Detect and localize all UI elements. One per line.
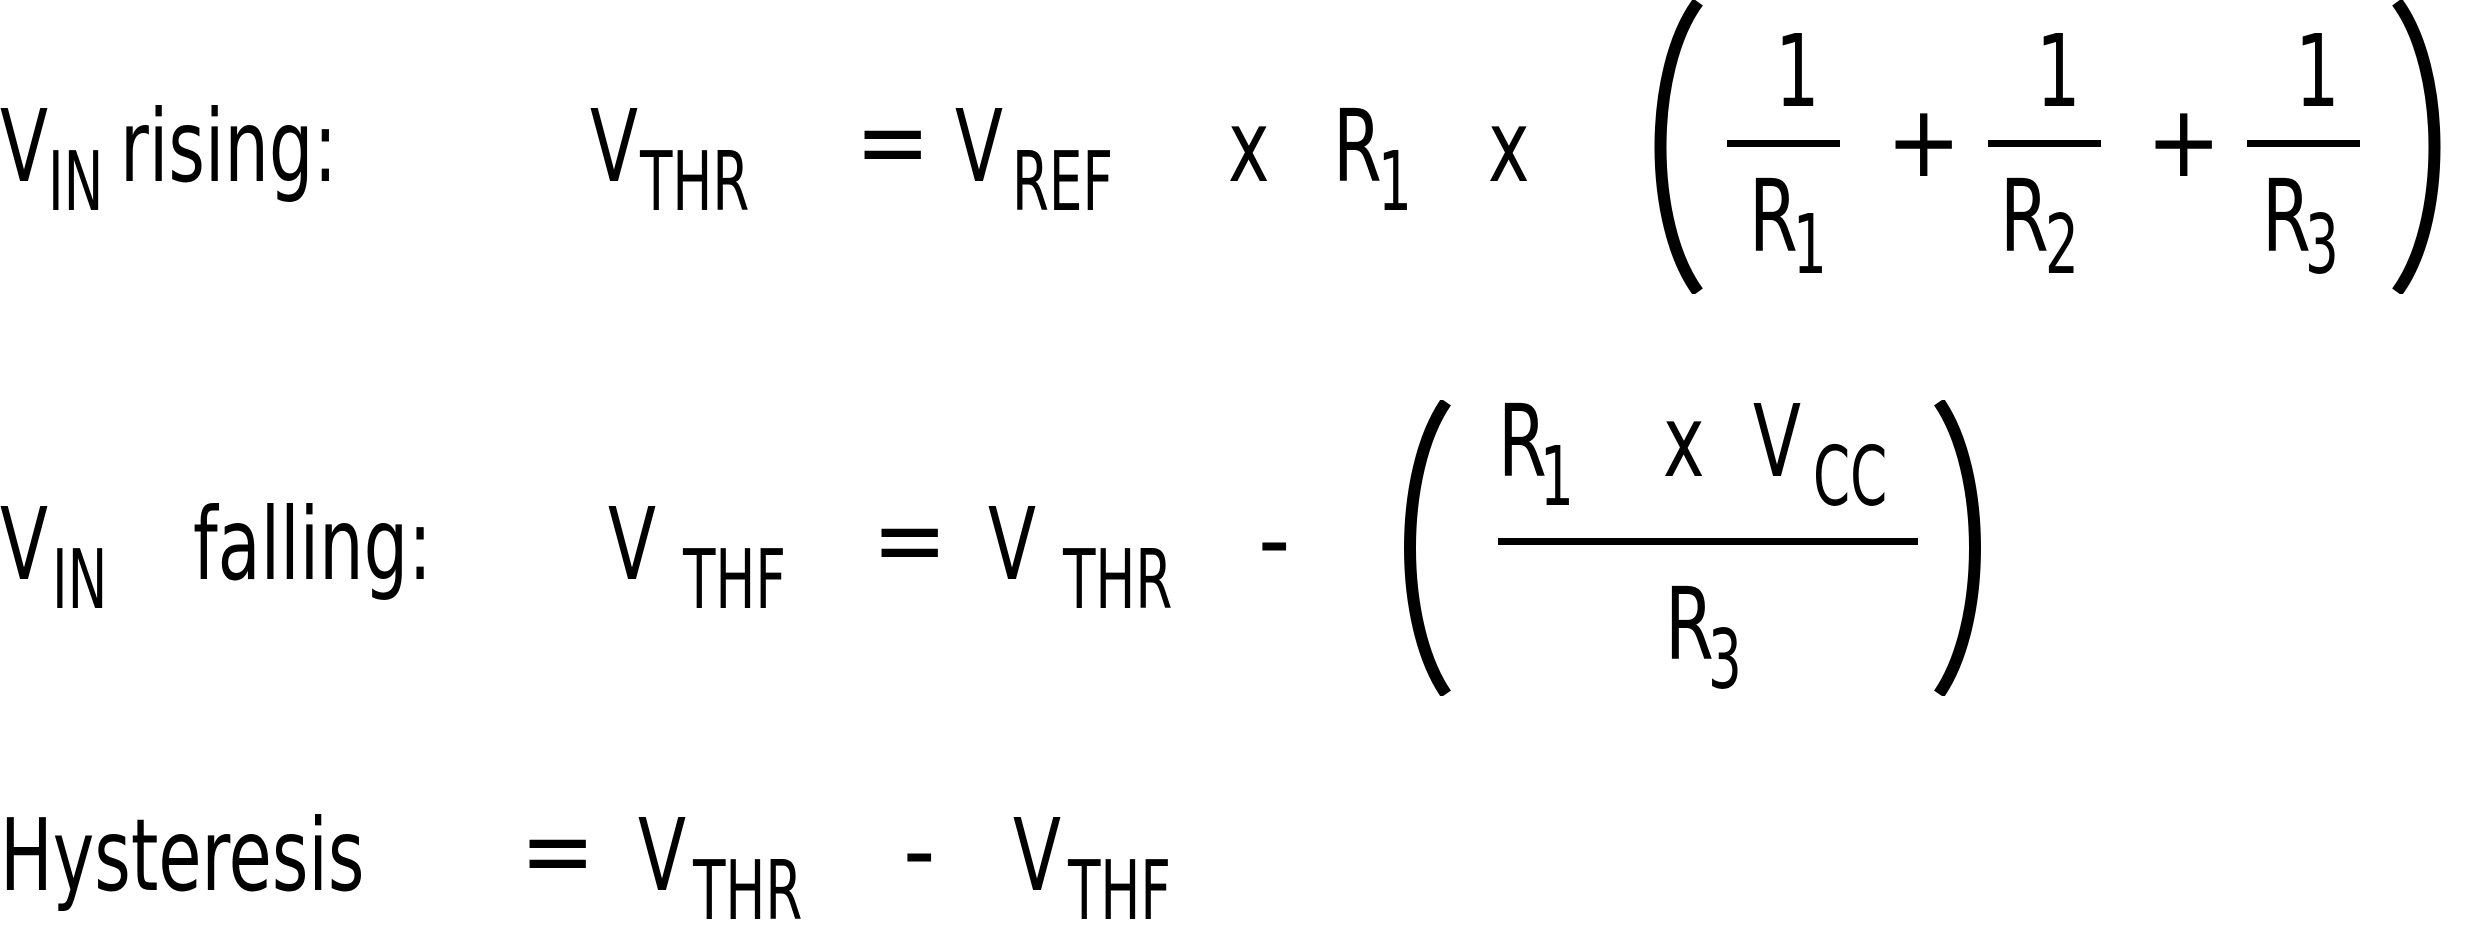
equals-sign: =: [855, 83, 931, 200]
left-paren-icon: [1654, 0, 1703, 294]
equals-sign: =: [520, 792, 596, 909]
right-paren-icon: [1934, 400, 1981, 696]
subscript-thr: THR: [640, 135, 750, 230]
subscript-thr: THR: [1063, 533, 1173, 628]
numerator-r1: R: [1498, 383, 1547, 500]
denominator-r3: R: [1665, 566, 1714, 683]
fraction-bar: [1988, 140, 2101, 147]
var-v-thr: V: [638, 797, 686, 914]
times-sign: x: [1228, 88, 1270, 205]
var-v-cc: V: [1753, 383, 1801, 500]
var-v-thf: V: [608, 486, 656, 603]
plus-sign: +: [1886, 83, 1962, 200]
denominator-sub: 2: [2045, 198, 2079, 293]
minus-sign: -: [903, 792, 936, 909]
subscript-thr: THR: [693, 844, 803, 939]
denominator-r: R: [1749, 158, 1798, 275]
subscript-cc: CC: [1813, 430, 1888, 525]
var-v-ref: V: [955, 88, 1003, 205]
numerator-1: 1: [1775, 13, 1820, 130]
fraction-bar: [2247, 140, 2360, 147]
denominator-r: R: [2262, 158, 2311, 275]
subscript-1: 1: [1378, 135, 1412, 230]
right-paren-icon: [2392, 0, 2441, 294]
var-v-thr: V: [988, 486, 1036, 603]
minus-sign: -: [1258, 481, 1291, 598]
subscript-in: IN: [52, 533, 108, 628]
times-sign: x: [1488, 88, 1530, 205]
var-r1: R: [1333, 88, 1382, 205]
fraction-bar: [1498, 538, 1918, 545]
subscript-3: 3: [1708, 613, 1742, 708]
subscript-in: IN: [48, 135, 104, 230]
subscript-1: 1: [1540, 430, 1574, 525]
subscript-thf: THF: [683, 533, 786, 628]
left-paren-icon: [1404, 400, 1451, 696]
var-v: V: [0, 88, 48, 205]
plus-sign: +: [2146, 83, 2222, 200]
label-rising: rising:: [120, 88, 338, 205]
denominator-sub: 3: [2305, 198, 2339, 293]
fraction-bar: [1727, 140, 1840, 147]
times-sign: x: [1663, 383, 1705, 500]
denominator-sub: 1: [1793, 198, 1827, 293]
label-hysteresis: Hysteresis: [0, 797, 365, 914]
subscript-thf: THF: [1068, 844, 1171, 939]
label-falling: falling:: [193, 486, 432, 603]
equals-sign: =: [872, 481, 948, 598]
var-v-thf: V: [1013, 797, 1061, 914]
var-v-thr: V: [590, 88, 638, 205]
denominator-r: R: [2000, 158, 2049, 275]
numerator-1: 1: [2036, 13, 2081, 130]
var-v: V: [0, 486, 48, 603]
numerator-1: 1: [2295, 13, 2340, 130]
subscript-ref: REF: [1012, 135, 1114, 230]
